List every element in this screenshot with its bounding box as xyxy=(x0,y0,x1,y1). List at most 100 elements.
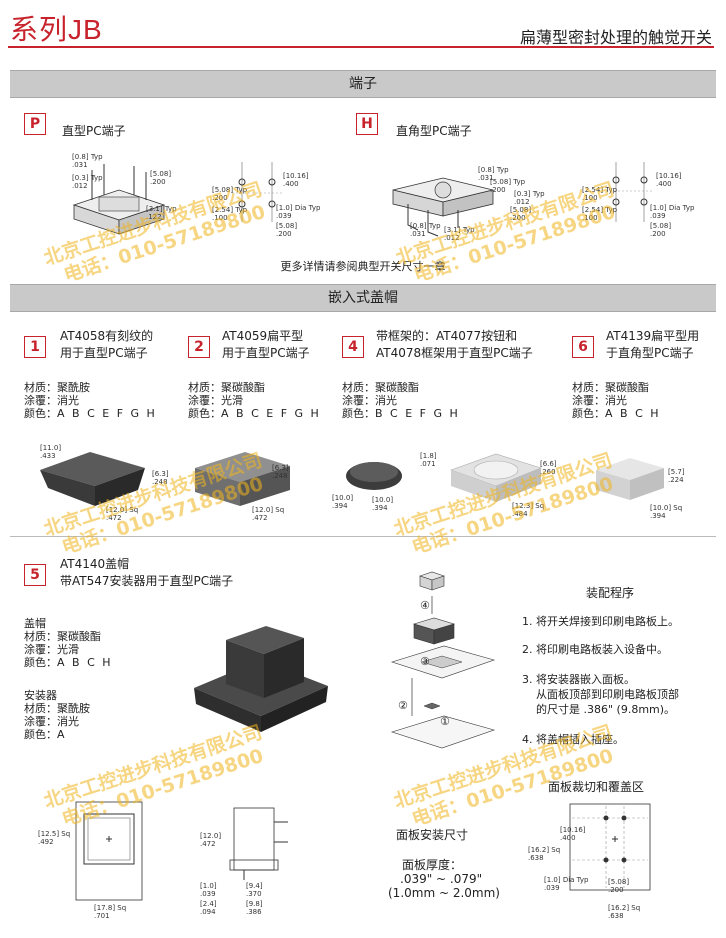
panel-mount-title: 面板安装尺寸 xyxy=(396,828,469,842)
panel-thickness-inches: .039" ~ .079" xyxy=(400,872,483,886)
cap-2-dim-b: [12.0] Sq .472 xyxy=(252,506,285,522)
assembly-callout-2: ② xyxy=(398,699,408,712)
assembly-step-3-detail-2: 的尺寸是 .386" (9.8mm)。 xyxy=(536,703,676,716)
cap-4-dim-a: [1.8] .071 xyxy=(420,452,437,468)
cap-1-title-line2: 用于直型PC端子 xyxy=(60,346,148,360)
section-terminals-heading: 端子 xyxy=(10,70,716,98)
dim-h-4: [5.08] .200 xyxy=(510,206,532,222)
panel-thickness-label: 面板厚度： xyxy=(402,858,463,872)
assembly-callout-3: ③ xyxy=(420,655,430,668)
assembly-step-1: 1. 将开关焊接到印刷电路板上。 xyxy=(522,615,679,628)
dim-p-r1: [10.16] .400 xyxy=(283,172,309,188)
terminal-note: 更多详情请参阅典型开关尺寸一章 xyxy=(280,260,446,273)
cap-6-title-line1: AT4139扁平型用 xyxy=(606,329,700,343)
cap-5-side-view xyxy=(229,807,288,880)
cap-6-code: 6 xyxy=(572,336,594,358)
panel-dim-e: [16.2] Sq .638 xyxy=(608,904,641,920)
dim-h-3: [0.3] Typ .012 xyxy=(514,190,545,206)
cap-5-cap-material: 材质：聚碳酸酯 xyxy=(24,630,101,643)
cap-2-title-line2: 用于直型PC端子 xyxy=(222,346,310,360)
cap-4-title-line2: AT4078框架用于直型PC端子 xyxy=(376,346,533,360)
cap-6-dim-b: [10.0] Sq .394 xyxy=(650,504,683,520)
terminal-h-drawing xyxy=(392,177,494,237)
series-title: 系列JB xyxy=(10,14,103,45)
cap-2-image xyxy=(195,452,290,506)
cap-5-code: 5 xyxy=(24,564,46,586)
assembly-diagram xyxy=(390,571,496,749)
dim-p-r5: [5.08] .200 xyxy=(276,222,298,238)
assembly-step-2: 2. 将印刷电路板装入设备中。 xyxy=(522,643,668,656)
assembly-callout-4: ④ xyxy=(420,599,430,612)
cap-5-inst-coating: 涂覆：消光 xyxy=(24,715,79,728)
cap-5-inst-colors: 颜色：A xyxy=(24,728,65,741)
dim-h-r2: [2.54] Typ .100 xyxy=(582,186,618,202)
dim-p-r4: [1.0] Dia Typ .039 xyxy=(276,204,321,220)
cap-4-button-image xyxy=(346,462,402,490)
terminal-p-footprint xyxy=(232,162,282,222)
cap-5-image xyxy=(194,626,328,732)
cap-4-dim-e: [12.3] Sq .484 xyxy=(512,502,545,518)
panel-cutout-drawing xyxy=(569,803,651,891)
cap-5-front-dim-a: [12.5] Sq .492 xyxy=(38,830,71,846)
dim-h-2: [5.08] Typ .200 xyxy=(490,178,526,194)
cap-6-colors: 颜色：A B C H xyxy=(572,407,661,420)
cap-2-dim-a: [6.3] .248 xyxy=(272,464,289,480)
dim-h-5: [0.8] Typ .031 xyxy=(410,222,441,238)
dim-p-4: [3.1] Typ .122 xyxy=(146,205,177,221)
cap-4-frame-image xyxy=(450,453,542,502)
cap-2-colors: 颜色：A B C E F G H xyxy=(188,407,321,420)
cap-2-coating: 涂覆：光滑 xyxy=(188,394,243,407)
cap-4-dim-b: [10.0] .394 xyxy=(332,494,354,510)
cap-5-title-line1: AT4140盖帽 xyxy=(60,557,130,571)
cap-5-inst-material: 材质：聚酰胺 xyxy=(24,702,90,715)
cap-1-title-line1: AT4058有刻纹的 xyxy=(60,329,154,343)
cap-6-dim-a: [5.7] .224 xyxy=(668,468,685,484)
dim-h-r4: [1.0] Dia Typ .039 xyxy=(650,204,695,220)
dim-p-2: [0.3] Typ .012 xyxy=(72,174,103,190)
cap-5-front-view xyxy=(75,801,143,901)
cap-5-side-dim-d: [9.4] .370 xyxy=(246,882,263,898)
dim-h-r3: [2.54] Typ .100 xyxy=(582,206,618,222)
cap-1-material: 材质：聚酰胺 xyxy=(24,381,90,394)
assembly-callout-1: ① xyxy=(440,715,450,728)
panel-dim-a: [10.16] .400 xyxy=(560,826,586,842)
terminal-h-footprint xyxy=(606,162,654,222)
cap-4-dim-c: [10.0] .394 xyxy=(372,496,394,512)
cap-6-image xyxy=(596,458,664,500)
dim-h-r5: [5.08] .200 xyxy=(650,222,672,238)
cap-1-colors: 颜色：A B C E F G H xyxy=(24,407,157,420)
cap-4-coating: 涂覆：消光 xyxy=(342,394,397,407)
cap-5-cap-colors: 颜色：A B C H xyxy=(24,656,113,669)
dim-p-r3: [2.54] Typ .100 xyxy=(212,206,248,222)
assembly-step-3-detail-1: 从面板顶部到印刷电路板顶部 xyxy=(536,688,679,701)
panel-thickness-mm: (1.0mm ~ 2.0mm) xyxy=(388,886,500,900)
dim-p-1: [0.8] Typ .031 xyxy=(72,153,103,169)
cap-5-side-dim-e: [9.8] .386 xyxy=(246,900,263,916)
panel-dim-c: [1.0] Dia Typ .039 xyxy=(544,876,589,892)
cap-5-cap-coating: 涂覆：光滑 xyxy=(24,643,79,656)
cap-4-code: 4 xyxy=(342,336,364,358)
cap-1-code: 1 xyxy=(24,336,46,358)
cap-2-material: 材质：聚碳酸酯 xyxy=(188,381,265,394)
panel-dim-d: [5.08] .200 xyxy=(608,878,630,894)
cap-4-title-line1: 带框架的：AT4077按钮和 xyxy=(376,329,518,343)
dim-h-r1: [10.16] .400 xyxy=(656,172,682,188)
cap-1-dim-b: [6.3] .248 xyxy=(152,470,169,486)
panel-cutout-title: 面板裁切和覆盖区 xyxy=(548,780,645,794)
dim-p-r2: [5.08] Typ .200 xyxy=(212,186,248,202)
cap-2-code: 2 xyxy=(188,336,210,358)
cap-5-side-dim-c: [2.4] .094 xyxy=(200,900,217,916)
terminal-h-label: 直角型PC端子 xyxy=(396,124,472,138)
terminal-p-drawing xyxy=(72,164,166,235)
cap-5-cap-heading: 盖帽 xyxy=(24,617,46,630)
cap-4-colors: 颜色：B C E F G H xyxy=(342,407,460,420)
cap-2-title-line1: AT4059扁平型 xyxy=(222,329,304,343)
dim-h-6: [3.1] Typ .012 xyxy=(444,226,475,242)
dim-p-3: [5.08] .200 xyxy=(150,170,172,186)
cap-5-side-dim-a: [12.0] .472 xyxy=(200,832,222,848)
cap-4-dim-d: [6.6] .260 xyxy=(540,460,557,476)
terminal-p-code: P xyxy=(24,113,46,135)
terminal-h-code: H xyxy=(356,113,378,135)
cap-6-title-line2: 于直角型PC端子 xyxy=(606,346,694,360)
header-divider xyxy=(8,46,714,48)
